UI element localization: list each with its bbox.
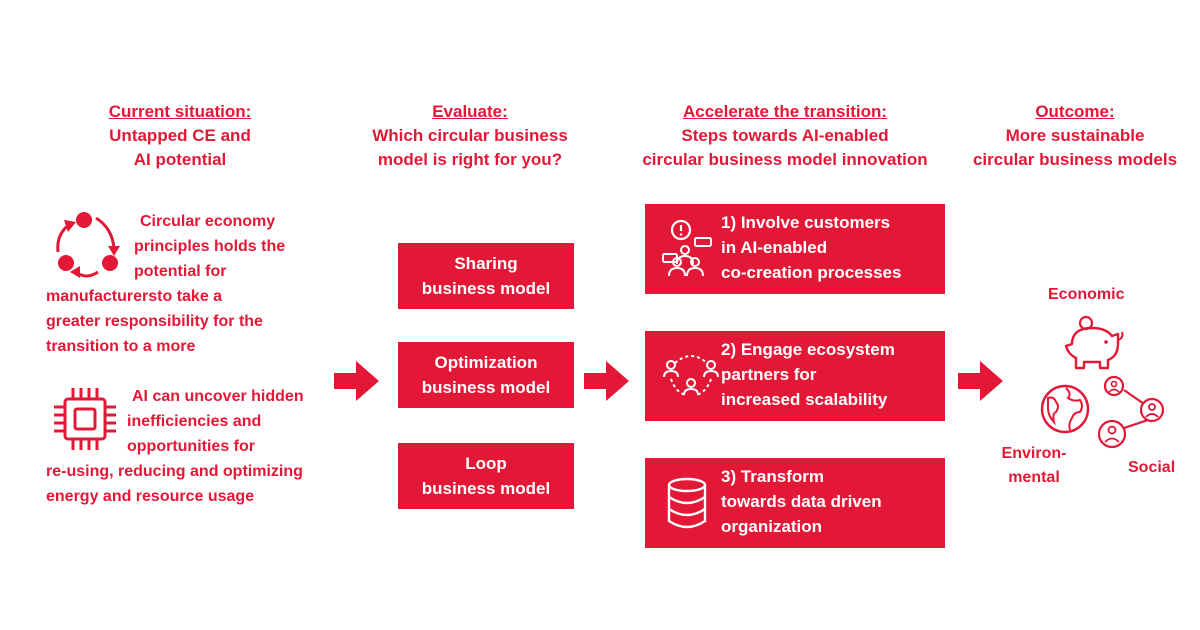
piggy-bank-icon: [1064, 315, 1124, 370]
step-box-involve-customers: 1) Involve customers in AI-enabled co-cr…: [645, 204, 945, 294]
ai-text-line-4: re-using, reducing and optimizing: [46, 463, 303, 480]
step-text: 2) Engage ecosystem partners for increas…: [721, 337, 895, 412]
heading-current-situation: Current situation: Untapped CE and AI po…: [60, 100, 300, 172]
heading-accelerate: Accelerate the transition: Steps towards…: [620, 100, 950, 172]
arrow-right-icon: [334, 361, 379, 401]
heading-line: AI potential: [133, 150, 227, 169]
step-line: increased scalability: [721, 390, 888, 409]
customers-chat-icon: [662, 219, 712, 277]
heading-outcome: Outcome: More sustainable circular busin…: [955, 100, 1195, 172]
social-network-icon: [1097, 375, 1165, 449]
database-icon: [667, 477, 707, 529]
globe-icon: [1040, 384, 1090, 434]
model-box-loop: Loop business model: [398, 443, 574, 509]
model-line: business model: [421, 378, 551, 397]
heading-title: Accelerate the transition:: [682, 102, 888, 121]
step-line: in AI-enabled: [721, 238, 828, 257]
heading-evaluate: Evaluate: Which circular business model …: [340, 100, 600, 172]
outcome-env-line: Environ-: [1001, 445, 1067, 462]
step-line: 3) Transform: [721, 467, 824, 486]
heading-line: circular business models: [972, 150, 1178, 169]
step-line: 2) Engage ecosystem: [721, 340, 895, 359]
ai-text-line-3: opportunities for: [127, 438, 255, 455]
step-text: 1) Involve customers in AI-enabled co-cr…: [721, 210, 901, 285]
outcome-economic-label: Economic: [1048, 286, 1125, 303]
ai-text-line-2: inefficiencies and: [127, 413, 262, 430]
heading-line: Which circular business: [372, 126, 568, 145]
network-people-icon: [663, 355, 719, 396]
chip-icon: [54, 388, 116, 450]
arrow-right-icon: [584, 361, 629, 401]
model-box-sharing: Sharing business model: [398, 243, 574, 309]
step-box-transform: 3) Transform towards data driven organiz…: [645, 458, 945, 548]
model-line: Loop: [465, 454, 507, 473]
ai-text-line-5: energy and resource usage: [46, 488, 255, 505]
ce-text-line-1: Circular economy: [140, 213, 276, 230]
heading-line: Steps towards AI-enabled: [681, 126, 889, 145]
model-line: Sharing: [454, 254, 518, 273]
ce-text-line-6: transition to a more: [46, 338, 196, 355]
heading-title: Evaluate:: [432, 102, 508, 121]
ce-text-line-3: potential for: [134, 263, 227, 280]
model-line: business model: [421, 279, 551, 298]
step-line: partners for: [721, 365, 817, 384]
heading-line: model is right for you?: [377, 150, 563, 169]
step-box-engage-ecosystem: 2) Engage ecosystem partners for increas…: [645, 331, 945, 421]
step-text: 3) Transform towards data driven organiz…: [721, 464, 882, 539]
outcome-social-label: Social: [1128, 459, 1176, 476]
ce-text-line-4: manufacturersto take a: [46, 288, 223, 305]
step-line: 1) Involve customers: [721, 213, 891, 232]
ce-text-line-2: principles holds the: [134, 238, 286, 255]
heading-title: Outcome:: [1035, 102, 1115, 121]
outcome-environmental-label: Environ- mental: [994, 442, 1074, 490]
model-line: Optimization: [434, 353, 538, 372]
ai-text-line-1: AI can uncover hidden: [132, 388, 304, 405]
heading-title: Current situation:: [108, 102, 252, 121]
arrow-right-icon: [958, 361, 1003, 401]
step-line: co-creation processes: [721, 263, 902, 282]
heading-line: More sustainable: [1005, 126, 1145, 145]
outcome-env-line: mental: [1008, 469, 1060, 486]
model-line: business model: [421, 479, 551, 498]
heading-line: circular business model innovation: [642, 150, 928, 169]
step-line: towards data driven: [721, 492, 882, 511]
heading-line: Untapped CE and: [109, 126, 251, 145]
ce-text-line-5: greater responsibility for the: [46, 313, 263, 330]
model-box-optimization: Optimization business model: [398, 342, 574, 408]
step-line: organization: [721, 517, 823, 536]
circular-cycle-icon: [56, 212, 120, 278]
